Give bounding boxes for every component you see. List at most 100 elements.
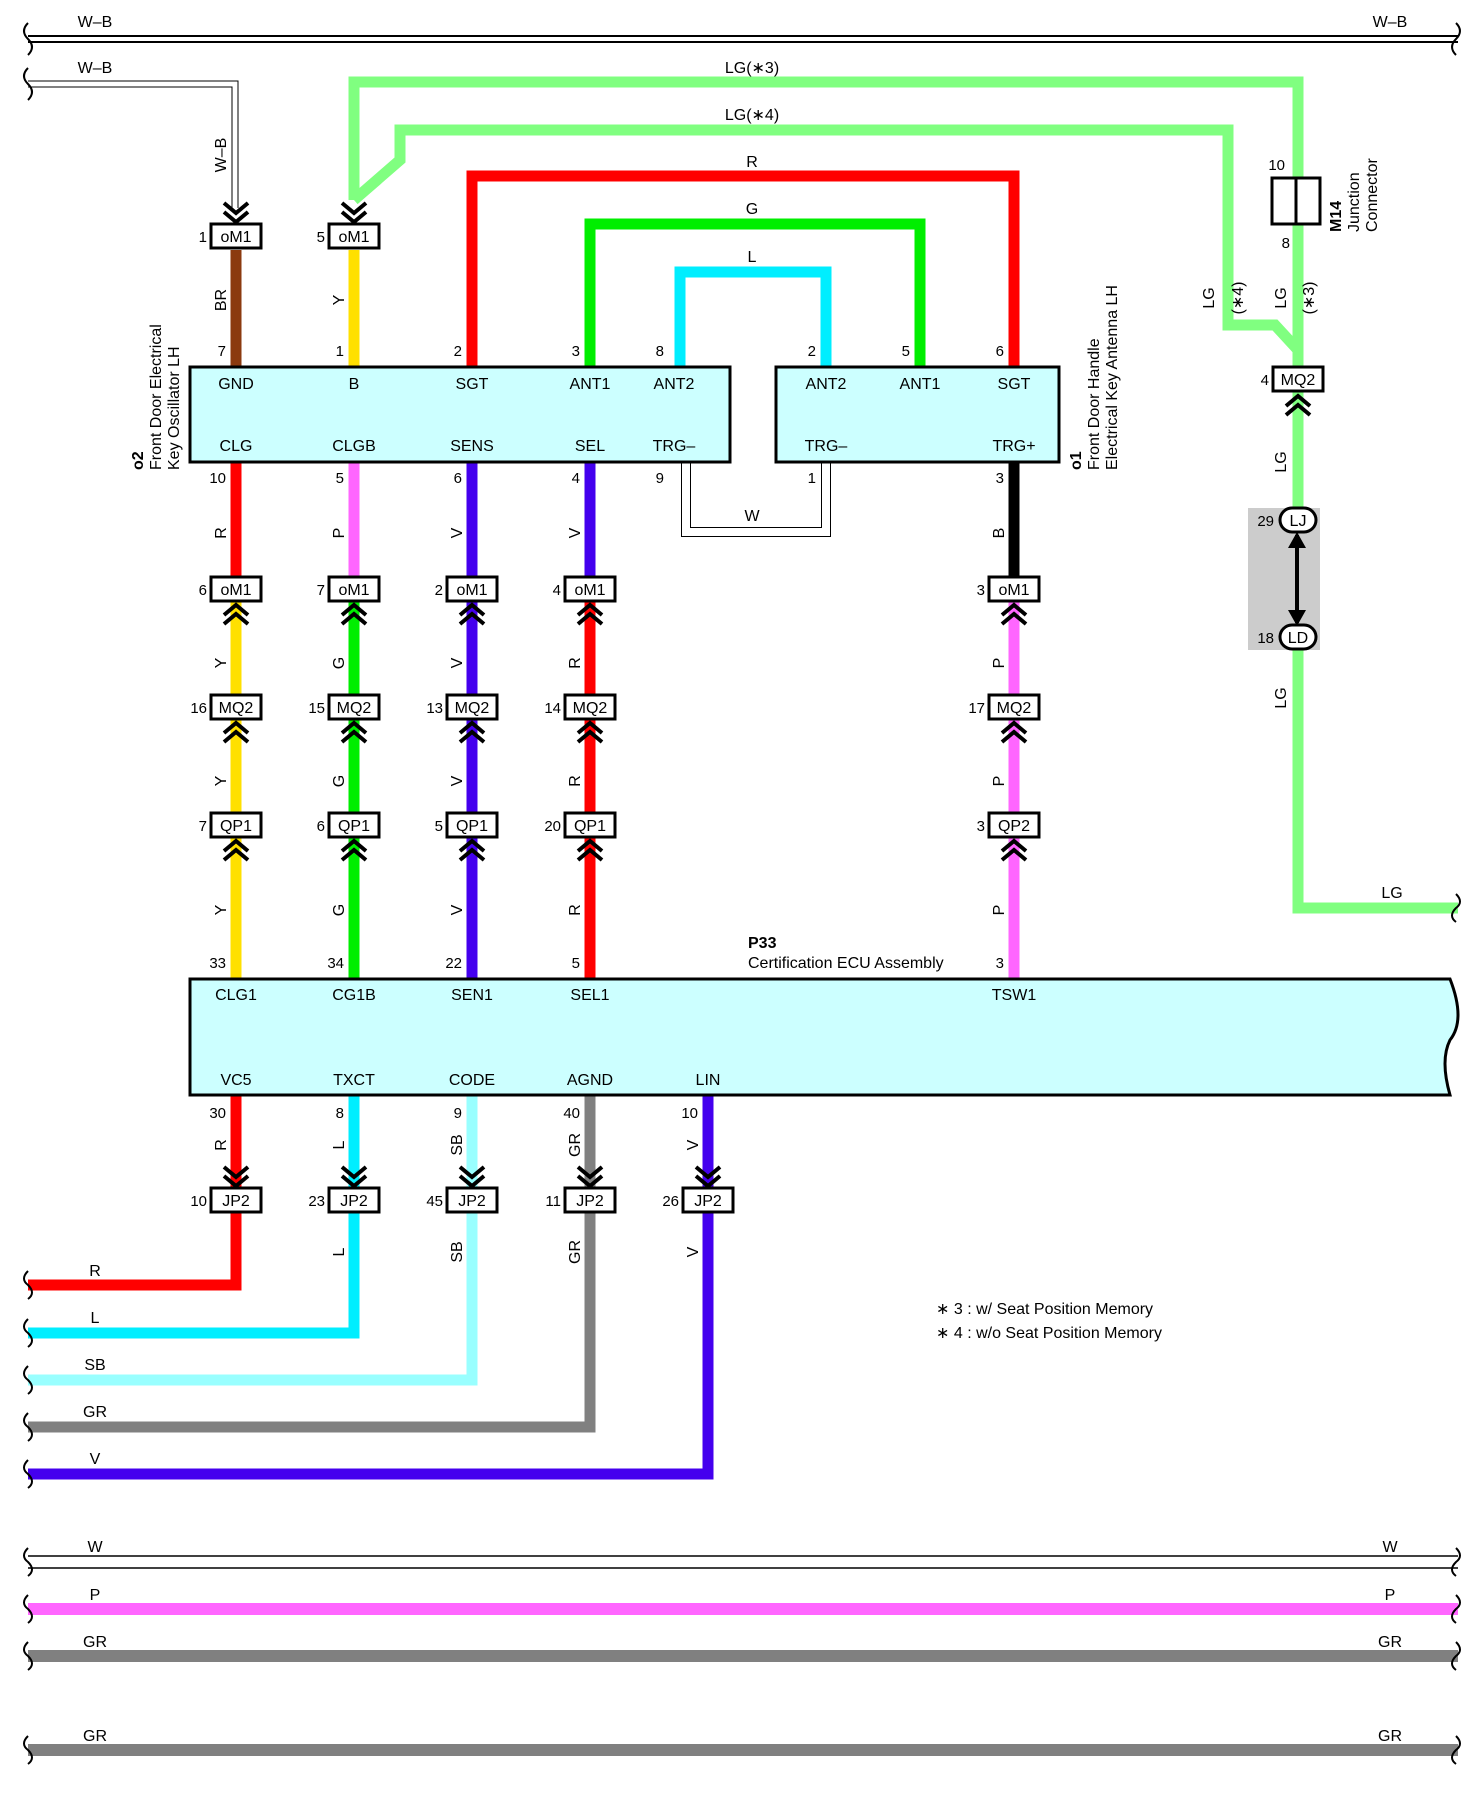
wire-color-label: P (991, 658, 1008, 669)
connector-qp_row-pin: 6 (317, 818, 325, 835)
connector-jp2-pin: 23 (308, 1193, 325, 1210)
pin-name: SEL1 (570, 987, 609, 1004)
connector-mq2_row (563, 693, 617, 721)
chevron-icon (340, 1165, 368, 1180)
footnote: ∗ 4 : w/o Seat Position Memory (936, 1325, 1162, 1342)
wire-label: R (746, 154, 758, 171)
chevron-icon (222, 847, 250, 862)
bus-label: W–B (78, 60, 113, 77)
wire-break-mark (23, 22, 33, 56)
connector-mq2-right-pin: 4 (1261, 372, 1269, 389)
wire-break-mark (23, 1641, 33, 1671)
wire-color-label: V (685, 1139, 702, 1150)
wire-break-mark (1451, 22, 1461, 56)
pin-name: TXCT (333, 1072, 375, 1089)
wire-break-mark (23, 1270, 33, 1300)
connector-jp2 (445, 1186, 499, 1214)
pin-number: 33 (209, 955, 226, 972)
wire-break-mark (23, 1594, 33, 1624)
chevron-icon (222, 201, 250, 216)
wire-color-label: LG (1201, 287, 1218, 308)
wire-color-label: P (331, 528, 348, 539)
chevron-icon (458, 611, 486, 626)
chevron-icon (340, 838, 368, 853)
chevron-icon (576, 602, 604, 617)
component-code: P33 (748, 935, 777, 952)
wire-lg3 (348, 76, 1304, 382)
wire-color-label: LG (1273, 287, 1290, 308)
chevron-icon (340, 729, 368, 744)
connector-qp_row-label: QP1 (456, 818, 488, 835)
wire-l-top (674, 266, 832, 370)
chevron-icon (222, 602, 250, 617)
chevron-icon (694, 1174, 722, 1189)
pin-name: SEL (575, 438, 605, 455)
connector-ld-label: LD (1288, 630, 1308, 647)
wire-color-label: P (991, 776, 1008, 787)
pin-number: 5 (902, 343, 910, 360)
connector-jp2 (681, 1186, 735, 1214)
connector-om1_row-pin: 6 (199, 582, 207, 599)
connector-mq2_row-label: MQ2 (573, 700, 608, 717)
wire-lg4 (350, 124, 1303, 354)
pin-number: 10 (681, 1105, 698, 1122)
connector-lj-label: LJ (1290, 513, 1307, 530)
component-o2 (188, 365, 732, 464)
wire-to-left-bus (28, 1200, 478, 1386)
wire-color-label: V (449, 527, 466, 538)
pin-name: ANT1 (900, 376, 941, 393)
pin-name: AGND (567, 1072, 613, 1089)
pin-name: CG1B (332, 987, 376, 1004)
connector-om1_row (209, 575, 263, 603)
component-p33 (188, 977, 1460, 1097)
wire-break-mark (1451, 893, 1461, 923)
pin-number: 4 (572, 470, 580, 487)
chevron-icon (222, 210, 250, 225)
connector-mq2_row-pin: 13 (426, 700, 443, 717)
chevron-icon (458, 729, 486, 744)
connector-om1_row (327, 575, 381, 603)
connector-mq2_row-label: MQ2 (219, 700, 254, 717)
pin-name: CLGB (332, 438, 376, 455)
connector-qp_row (327, 811, 381, 839)
connector-jp2-pin: 45 (426, 1193, 443, 1210)
connector-mq2_row (987, 693, 1041, 721)
bus-label: W–B (78, 14, 113, 31)
footnote: ∗ 3 : w/ Seat Position Memory (936, 1301, 1153, 1318)
pin-number: 10 (1268, 157, 1285, 174)
chevron-icon (576, 729, 604, 744)
connector-om1-top-pin: 1 (199, 229, 207, 246)
pin-number: 1 (808, 470, 816, 487)
wire-color-label: V (567, 527, 584, 538)
wire-color-label: SB (449, 1241, 466, 1262)
connector-qp_row-label: QP1 (338, 818, 370, 835)
wire-to-left-bus (28, 1200, 714, 1480)
connector-om1-top-pin: 5 (317, 229, 325, 246)
connector-lj (1278, 506, 1318, 534)
pin-name: LIN (696, 1072, 721, 1089)
wire-color-label: B (991, 528, 1008, 539)
bus-label: GR (83, 1404, 107, 1421)
bus-label: SB (84, 1357, 105, 1374)
wire-r-top (466, 170, 1020, 370)
connector-om1_row-pin: 3 (977, 582, 985, 599)
chevron-icon (576, 847, 604, 862)
connector-qp_row (987, 811, 1041, 839)
wire-break-mark (23, 1459, 33, 1489)
chevron-icon (1000, 729, 1028, 744)
bus-label: GR (83, 1728, 107, 1745)
wire-color-label: GR (567, 1133, 584, 1157)
wire-color-label: Y (213, 775, 230, 786)
connector-qp_row (209, 811, 263, 839)
wire-color-label: G (331, 657, 348, 669)
chevron-icon (222, 1174, 250, 1189)
connector-om1_row-label: oM1 (338, 582, 369, 599)
connector-om1_row (563, 575, 617, 603)
wire-to-left-bus (28, 1200, 360, 1339)
wire-color-label: GR (567, 1240, 584, 1264)
connector-mq2-right (1271, 365, 1325, 393)
wire-color-label: L (331, 1140, 348, 1149)
chevron-icon (340, 1174, 368, 1189)
